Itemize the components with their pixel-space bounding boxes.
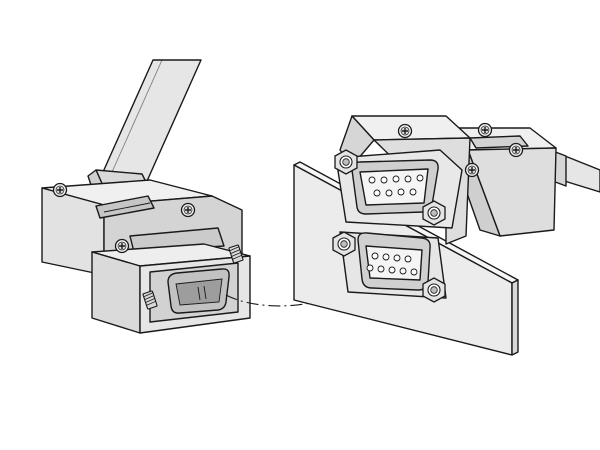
hex-standoff-icon [334,149,358,175]
left-cable [94,59,202,191]
panel-socket-pins [366,252,418,276]
upper-socket-pins [368,174,424,197]
hex-standoff-icon [422,200,446,226]
screw-head-icon [397,123,413,139]
screw-head-icon [114,238,130,254]
screw-head-icon [477,122,493,138]
screw-head-icon [180,202,196,218]
screw-head-icon [464,162,480,178]
hex-standoff-icon [332,231,356,257]
left-plug-body [91,243,251,334]
screw-head-icon [52,182,68,198]
screw-head-icon [508,142,524,158]
hex-standoff-icon [422,277,446,303]
